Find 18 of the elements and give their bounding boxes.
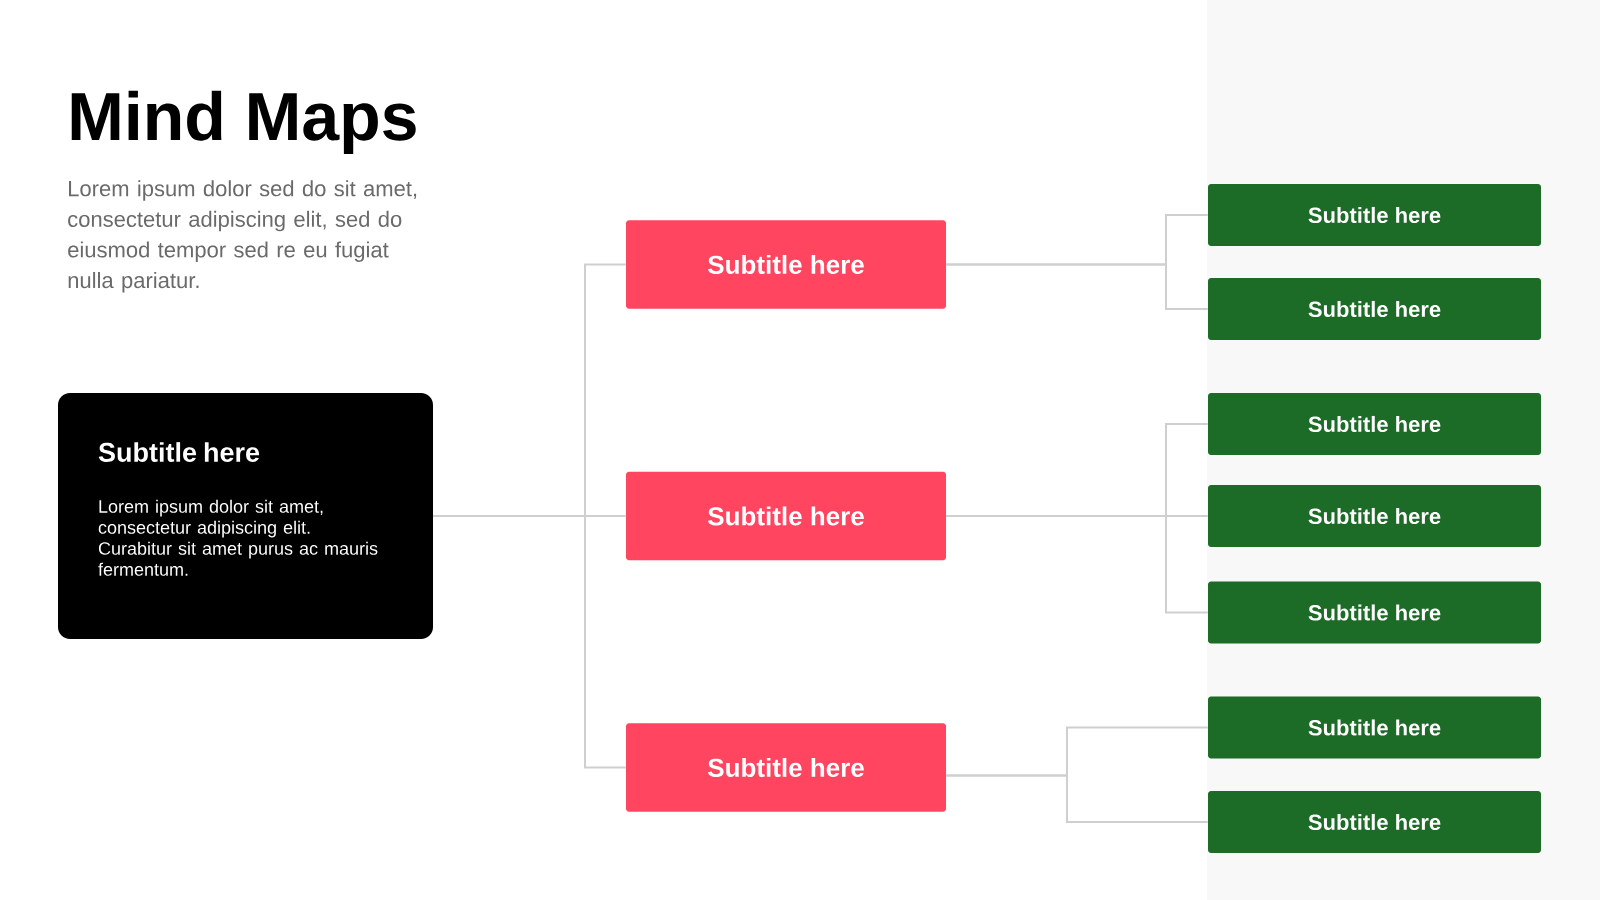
- connector-line: [945, 263, 1209, 310]
- topic-box: Subtitle here: [626, 471, 946, 561]
- subtopic-box: Subtitle here: [1208, 581, 1541, 644]
- title: Mind Maps: [71, 90, 416, 155]
- subtopic-box: Subtitle here: [1208, 791, 1541, 853]
- card-heading: Subtitle here: [98, 442, 260, 462]
- topic-box: Subtitle here: [626, 220, 946, 309]
- subtopic-box: Subtitle here: [1208, 696, 1541, 759]
- connector-line: [432, 515, 627, 769]
- topic-box: Subtitle here: [626, 723, 946, 812]
- connector-line: [945, 515, 1209, 614]
- subtopic-box: Subtitle here: [1208, 184, 1541, 246]
- paragraph: Lorem ipsum dolor sed do sit amet, consectetur adipiscing elit, sed do eiusmod tempor sed re eu fugiat nulla pariatur.: [68, 180, 417, 293]
- subtopic-box: Subtitle here: [1208, 485, 1541, 547]
- subtopic-box: Subtitle here: [1208, 393, 1541, 455]
- card: [58, 393, 433, 639]
- card-text: Lorem ipsum dolor sit amet, consectetur adipiscing elit. Curabitur sit amet purus ac mauris fermentum.: [98, 499, 378, 576]
- subtopic-box: Subtitle here: [1208, 278, 1541, 340]
